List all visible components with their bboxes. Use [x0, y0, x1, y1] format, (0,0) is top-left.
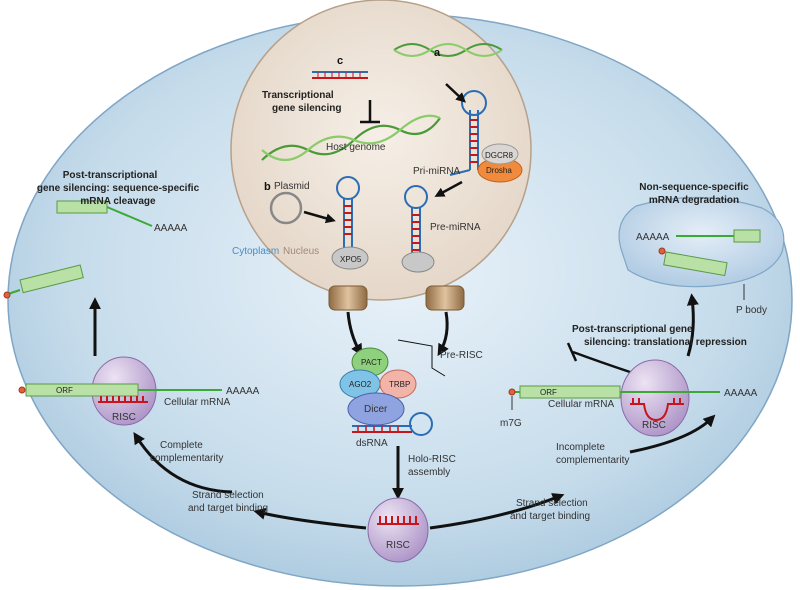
plasmid-label: Plasmid — [274, 181, 310, 192]
incomplete-comp-line2: complementarity — [556, 455, 629, 466]
panel-a-label: a — [434, 47, 441, 59]
holo-risc-line2: assembly — [408, 467, 450, 478]
arrow-risc-to-left — [253, 507, 367, 530]
nucleus-label: Nucleus — [283, 246, 319, 257]
ago2-label: AGO2 — [349, 380, 372, 389]
holo-risc-line1: Holo-RISC — [408, 454, 456, 465]
nucleus — [230, 0, 532, 301]
xpo5-label: XPO5 — [340, 255, 362, 264]
ptgs-translational-line2: silencing: translational repression — [584, 337, 747, 348]
sirna-duplex-icon — [312, 71, 368, 79]
arrow-risc-to-right — [429, 493, 565, 530]
orf-right-label: ORF — [540, 388, 557, 397]
nuclear-pore-icon — [328, 285, 368, 311]
nonspecific-line2: mRNA degradation — [649, 195, 739, 206]
exportin-protein — [401, 251, 435, 273]
risc-left-label: RISC — [112, 412, 136, 423]
pre-risc-bracket — [397, 339, 446, 377]
complete-comp-line2: complementarity — [150, 453, 223, 464]
p-body-label: P body — [736, 305, 767, 316]
arrow-pore-right-down — [437, 311, 449, 357]
risc-right-label: RISC — [642, 420, 666, 431]
pact-label: PACT — [361, 358, 382, 367]
pri-mirna-label: Pri-miRNA — [413, 166, 461, 177]
transcriptional-silencing-line1: Transcriptional — [262, 90, 334, 101]
arrow-pore-left-down — [346, 311, 363, 357]
dna-helix-icon — [393, 43, 503, 57]
pre-mirna-label: Pre-miRNA — [430, 222, 481, 233]
strand-right-line1: Strand selection — [516, 498, 588, 509]
cellular-mrna-right-label: Cellular mRNA — [548, 399, 614, 410]
dsrna-icon — [352, 412, 433, 436]
ptgs-cleavage-line2: gene silencing: sequence-specific — [37, 183, 200, 194]
panel-c-label: c — [337, 55, 343, 67]
trbp-protein — [379, 369, 417, 399]
host-genome-dna-icon — [261, 114, 441, 162]
polya-left-top: AAAAA — [154, 223, 188, 234]
risc-center-label: RISC — [386, 540, 410, 551]
dgcr8-protein — [481, 143, 519, 165]
cellular-mrna-left — [18, 383, 222, 403]
transcriptional-silencing-line2: gene silencing — [272, 103, 341, 114]
guide-strand-icon — [377, 516, 419, 525]
arrow-right-risc-to-pbody — [686, 293, 699, 357]
trbp-label: TRBP — [389, 380, 410, 389]
cap-label: m7G — [500, 418, 522, 429]
arrow-right-up — [629, 414, 716, 454]
drosha-label: Drosha — [486, 166, 512, 175]
nonspecific-line1: Non-sequence-specific — [639, 182, 749, 193]
risc-right — [620, 359, 690, 437]
ptgs-translational-line1: Post-transcriptional gene — [572, 324, 693, 335]
xpo5-protein — [331, 246, 369, 270]
panel-b-label: b — [264, 181, 271, 193]
orf-left-label: ORF — [56, 386, 73, 395]
ptgs-cleavage-line1: Post-transcriptional — [63, 170, 158, 181]
cytoplasm-label: Cytoplasm — [232, 246, 279, 257]
arrow-plasmid-to-hairpin — [303, 210, 336, 224]
host-genome-label: Host genome — [326, 142, 386, 153]
inhibition-bar — [360, 100, 380, 124]
polya-right-top: AAAAA — [636, 232, 670, 243]
strand-right-line2: and target binding — [510, 511, 590, 522]
pre-risc-label: Pre-RISC — [440, 350, 483, 361]
polya-left: AAAAA — [226, 386, 260, 397]
strand-left-line1: Strand selection — [192, 490, 264, 501]
complete-comp-line1: Complete — [160, 440, 203, 451]
dsrna-label: dsRNA — [356, 438, 388, 449]
ptgs-cleavage-line3: mRNA cleavage — [80, 196, 156, 207]
cellular-mrna-left-label: Cellular mRNA — [164, 397, 230, 408]
polya-right: AAAAA — [724, 388, 758, 399]
strand-left-line2: and target binding — [188, 503, 268, 514]
plasmid-ring-icon — [269, 191, 303, 225]
arrow-left-up — [133, 431, 233, 494]
p-body — [618, 196, 785, 288]
dgcr8-label: DGCR8 — [485, 151, 514, 160]
incomplete-comp-line1: Incomplete — [556, 442, 605, 453]
arrow-genome-to-pri — [445, 83, 466, 103]
cellular-mrna-right — [508, 385, 720, 422]
p-body-mrna — [658, 229, 761, 277]
dicer-label: Dicer — [364, 404, 388, 415]
translational-repression-bar — [566, 342, 631, 374]
risc-center — [367, 497, 429, 563]
hairpin-rna-icon — [336, 176, 360, 248]
arrow-pri-to-pre — [434, 180, 463, 197]
cleaved-mrna-fragments — [3, 200, 153, 299]
nuclear-pore-icon — [425, 285, 465, 311]
